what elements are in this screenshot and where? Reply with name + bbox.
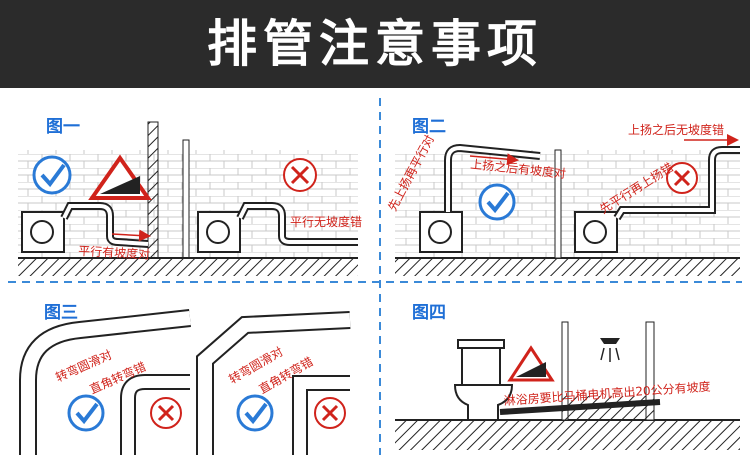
- fig1-label: 图一: [46, 117, 80, 137]
- check-icon: [478, 183, 516, 221]
- pump-unit-left: [21, 211, 65, 253]
- toilet-icon: [453, 339, 514, 421]
- fig1-wrong-note: 平行无坡度错: [290, 214, 362, 229]
- figure-four: 图四 淋浴房要比马桶电机高出20公分有坡度: [395, 303, 740, 450]
- pump-unit-fig2-right: [574, 211, 618, 253]
- check-icon: [236, 394, 274, 432]
- fig3-label: 图三: [44, 303, 78, 323]
- page-title: 排管注意事项: [207, 15, 543, 73]
- cross-icon: [666, 162, 698, 194]
- cross-icon: [314, 397, 346, 429]
- check-icon: [32, 155, 72, 195]
- slope-warning-icon: [507, 345, 555, 382]
- slope-warning-icon: [88, 154, 152, 200]
- fig2-note-no-slope-after-lift: 上扬之后无坡度错: [628, 122, 724, 137]
- shower-icon: [600, 338, 620, 362]
- fig1-correct-note: 平行有坡度对: [78, 243, 151, 262]
- title-banner: 排管注意事项: [0, 0, 750, 88]
- pump-unit-fig2-left: [419, 211, 463, 253]
- figure-two: 图二 先上扬再平行对 上扬之后有坡度对 先平行再上扬错 上扬之后无: [384, 117, 740, 276]
- cross-icon: [150, 397, 182, 429]
- figure-three: 图三 转弯圆滑对 直角转弯错 转弯圆滑对 直角转弯错: [19, 303, 351, 455]
- pump-unit-right: [197, 211, 241, 253]
- fig4-label: 图四: [412, 303, 446, 323]
- figure-one: 图一 平行有坡度对: [18, 117, 362, 276]
- check-icon: [67, 394, 105, 432]
- cross-icon: [283, 158, 317, 192]
- fig2-label: 图二: [412, 117, 446, 137]
